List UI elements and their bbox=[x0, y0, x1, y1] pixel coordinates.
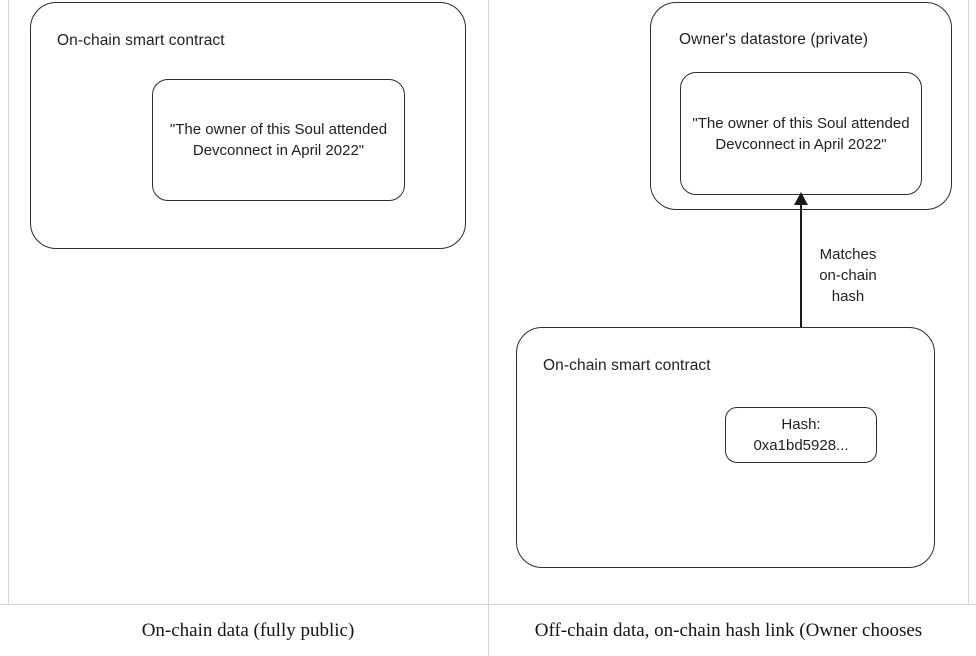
left-claim-box: "The owner of this Soul attended Devconn… bbox=[152, 79, 405, 201]
table-rule-right bbox=[968, 0, 969, 604]
table-rule-horizontal bbox=[0, 604, 976, 605]
datastore-claim-text: "The owner of this Soul attended Devconn… bbox=[692, 114, 910, 153]
hash-box: Hash: 0xa1bd5928... bbox=[725, 407, 877, 463]
table-rule-left bbox=[8, 0, 9, 604]
table-rule-center bbox=[488, 0, 489, 656]
left-claim-text: "The owner of this Soul attended Devconn… bbox=[169, 121, 388, 159]
right-on-chain-contract-label: On-chain smart contract bbox=[543, 357, 711, 374]
left-panel-caption: On-chain data (fully public) bbox=[141, 620, 355, 641]
hash-box-text: Hash: 0xa1bd5928... bbox=[753, 416, 849, 454]
owner-datastore-label: Owner's datastore (private) bbox=[679, 31, 869, 48]
left-on-chain-contract-label: On-chain smart contract bbox=[57, 32, 225, 49]
hash-link-arrow-label: Matches on-chain hash bbox=[819, 246, 877, 305]
hash-link-arrow-line bbox=[800, 200, 802, 402]
datastore-claim-box: "The owner of this Soul attended Devconn… bbox=[680, 72, 922, 195]
right-panel-caption: Off-chain data, on-chain hash link (Owne… bbox=[534, 620, 923, 641]
hash-link-arrow-head-up bbox=[794, 192, 808, 205]
diagram-canvas: On-chain smart contract "The owner of th… bbox=[30, 2, 952, 568]
